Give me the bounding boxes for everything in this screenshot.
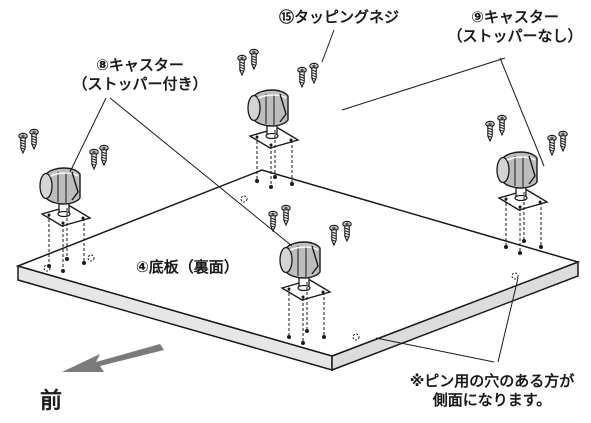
screw-icon [309,62,319,84]
caster-no-stopper-label-line1: ⑨キャスター [471,8,559,26]
caster-with-stopper-label-line2: （ストッパー付き） [72,75,208,93]
screw-icon [29,128,39,150]
caster-with-stopper-label: ⑧キャスター （ストッパー付き） [60,56,220,94]
screw-icon [89,148,99,170]
screw-icon [485,120,495,142]
screw-icon [558,130,568,152]
tapping-screw-label: ⑮タッピングネジ [279,8,400,26]
caster-with-stopper-front [268,204,352,345]
screw-icon [497,114,507,136]
leader-lines [69,29,545,363]
screw-icon [249,48,259,70]
arrow-down-left-icon [62,344,164,372]
pin-hole-note-line1: ※ピン用の穴のある方が [409,372,575,390]
pin-hole-note: ※ピン用の穴のある方が 側面になります。 [396,372,588,410]
caster-with-stopper [18,128,109,273]
caster-no-stopper-label: ⑨キャスター （ストッパーなし） [442,8,588,46]
pin-hole-note-line2: 側面になります。 [432,391,552,409]
screw-icon [547,134,557,156]
caster-icon [247,89,299,149]
screw-icon [99,144,109,166]
front-label: 前 [40,389,63,414]
caster-no-stopper-top [237,48,319,189]
caster-icon [39,167,91,227]
caster-no-stopper-label-line2: （ストッパーなし） [447,27,583,45]
caster-with-stopper-label-line1: ⑧キャスター [96,56,184,74]
screw-icon [297,66,307,88]
caster-icon [496,151,548,211]
bottom-board-label: ④底板（裏面） [136,258,239,276]
screw-icon [18,132,28,154]
screw-icon [237,54,247,76]
caster-no-stopper-right [485,114,568,255]
